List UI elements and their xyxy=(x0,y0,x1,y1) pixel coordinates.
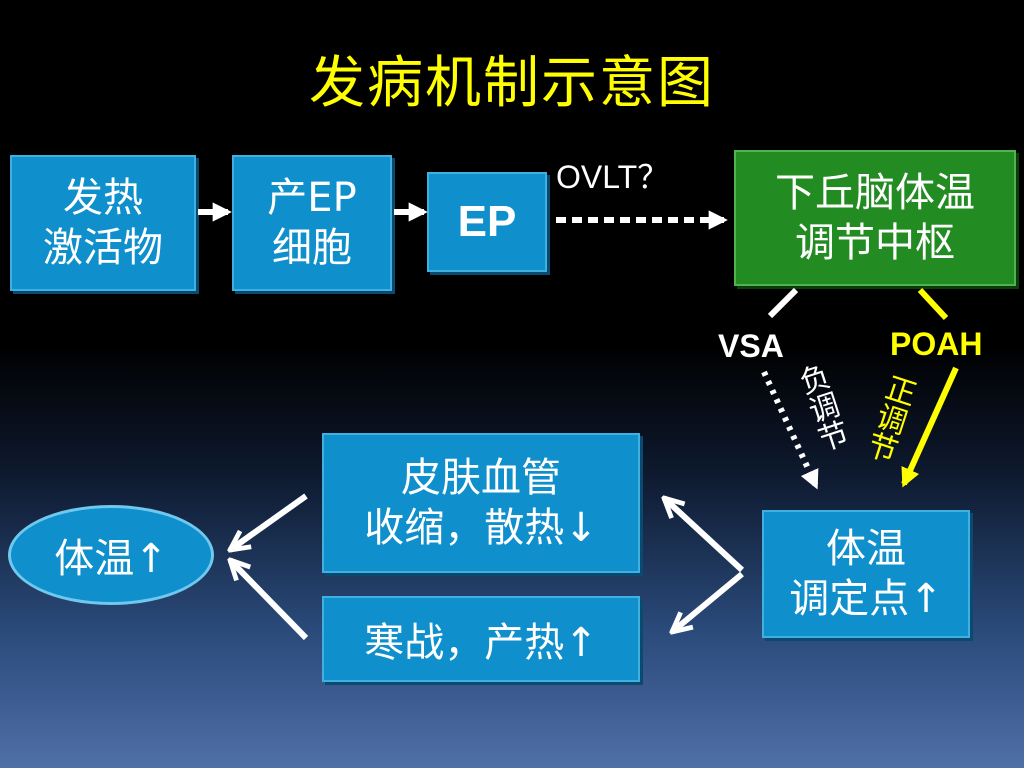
arrow-skin-to-bodytemp xyxy=(230,493,308,550)
hypothalamus-box: 下丘脑体温 调节中枢 xyxy=(734,150,1016,286)
ep-label: EP xyxy=(457,197,517,246)
arrow-negative-regulation xyxy=(761,370,819,490)
ovlt-label: OVLT？ xyxy=(556,159,670,195)
hypothalamus-label: 下丘脑体温 调节中枢 xyxy=(775,170,975,266)
set-point-label: 体温 调定点↑ xyxy=(789,526,943,622)
arrow-setpoint-to-shiver xyxy=(672,571,744,632)
shiver-label: 寒战，产热↑ xyxy=(364,620,598,666)
arrow-shiver-to-bodytemp xyxy=(230,560,309,641)
shiver-box: 寒战，产热↑ xyxy=(322,596,640,682)
poah-stub xyxy=(917,287,949,321)
ep-cell-label: 产EP 细胞 xyxy=(267,175,357,271)
arrow-setpoint-to-skin xyxy=(664,498,745,573)
ep-cell-box: 产EP 细胞 xyxy=(232,155,392,291)
set-point-box: 体温 调定点↑ xyxy=(762,510,970,638)
skin-vessel-label: 皮肤血管 收缩，散热↓ xyxy=(364,455,598,551)
pyrogen-label: 发热 激活物 xyxy=(43,175,163,271)
arrow-positive-regulation xyxy=(901,366,959,488)
body-temp-label: 体温↑ xyxy=(54,536,168,582)
vsa-label: VSA xyxy=(718,328,784,364)
poah-label: POAH xyxy=(890,326,983,362)
page-title: 发病机制示意图 xyxy=(309,51,715,116)
vsa-stub xyxy=(767,287,799,319)
skin-vessel-box: 皮肤血管 收缩，散热↓ xyxy=(322,433,640,573)
ep-box: EP xyxy=(427,172,547,272)
body-temp-ellipse: 体温↑ xyxy=(8,505,214,605)
pyrogen-box: 发热 激活物 xyxy=(10,155,196,291)
